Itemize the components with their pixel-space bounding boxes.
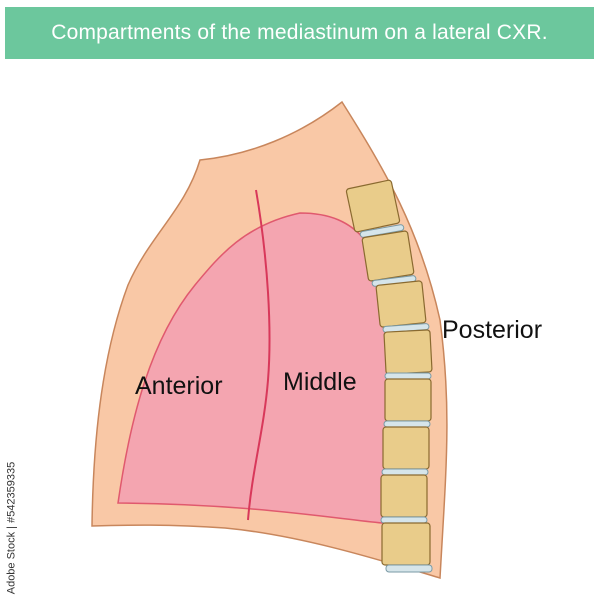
- vertebra: [381, 522, 431, 566]
- vertebral-column: [345, 179, 433, 573]
- title-banner: Compartments of the mediastinum on a lat…: [5, 7, 594, 59]
- intervertebral-disc: [385, 564, 433, 573]
- vertebra: [380, 474, 428, 518]
- vertebra: [384, 378, 432, 422]
- intervertebral-disc: [383, 420, 431, 428]
- intervertebral-disc: [380, 516, 428, 524]
- anterior-label: Anterior: [135, 372, 223, 400]
- vertebra: [382, 426, 430, 470]
- intervertebral-disc: [384, 372, 432, 380]
- intervertebral-disc: [359, 224, 405, 238]
- vertebra: [361, 230, 415, 282]
- watermark-text: Adobe Stock | #542359335: [5, 461, 17, 595]
- vertebra: [383, 329, 433, 375]
- anterior-middle-divider: [247, 189, 271, 521]
- middle-label: Middle: [283, 368, 357, 396]
- stock-watermark: Adobe Stock | #542359335: [0, 461, 22, 595]
- vertebra: [345, 179, 401, 233]
- intervertebral-disc: [381, 468, 429, 476]
- title-text: Compartments of the mediastinum on a lat…: [51, 21, 548, 44]
- posterior-label: Posterior: [442, 316, 543, 344]
- vertebra: [375, 280, 427, 328]
